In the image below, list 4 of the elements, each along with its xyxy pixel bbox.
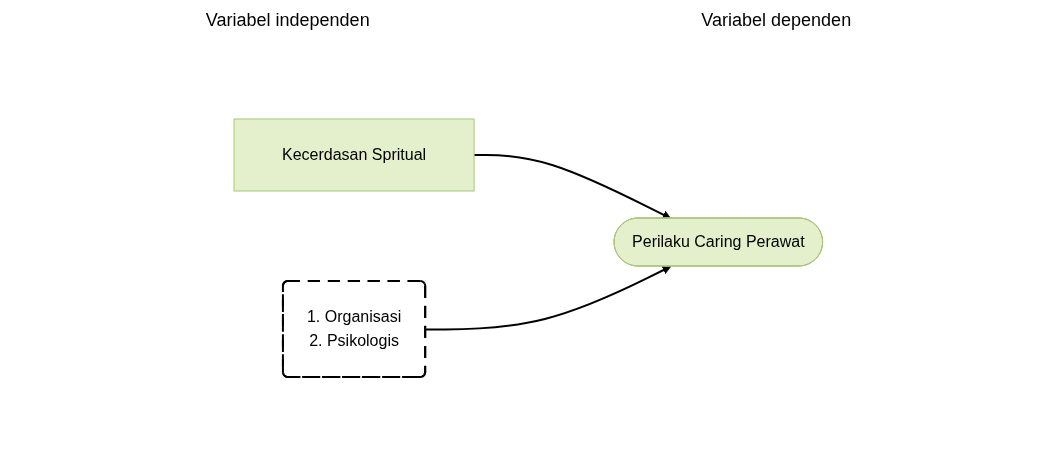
node-box: Kecerdasan Spritual xyxy=(233,118,475,192)
arrow xyxy=(473,154,672,219)
variable-heading: Variabel independen xyxy=(205,10,370,32)
variable-heading: Variabel dependen xyxy=(701,10,852,32)
